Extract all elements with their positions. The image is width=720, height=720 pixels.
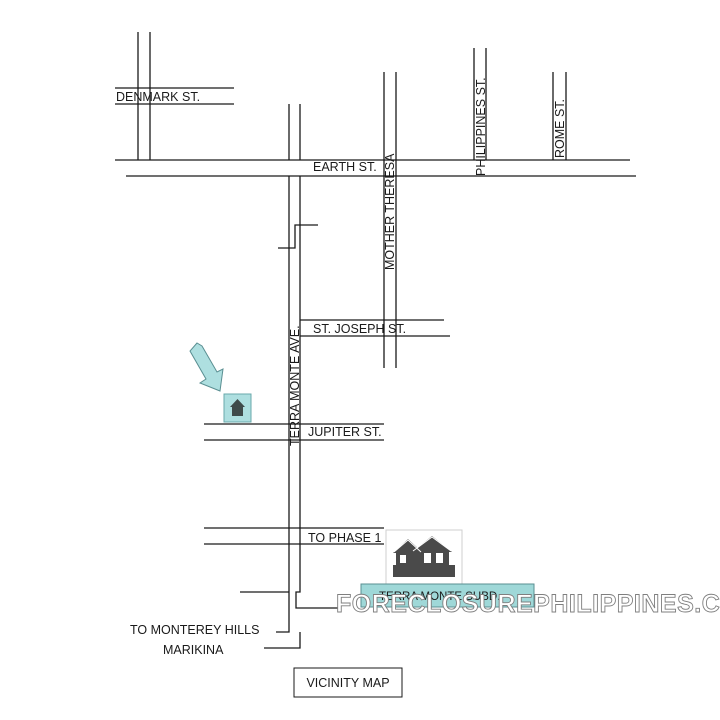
arrow-pointer-icon (189, 342, 224, 392)
label-to-monterey-hills: TO MONTEREY HILLS (130, 623, 259, 637)
label-earth-st: EARTH ST. (313, 160, 377, 174)
map-title-box: VICINITY MAP (293, 667, 403, 698)
label-terra-monte-subd: TERRA MONTE SUBD. (379, 591, 500, 603)
label-mother-theresa: MOTHER THERESA (383, 153, 397, 270)
road-network (115, 32, 636, 649)
house-icon (223, 393, 252, 423)
label-st-joseph-st: ST. JOSEPH ST. (313, 322, 406, 336)
road-terra-west-edge (276, 176, 290, 633)
watermark-text: FORECLOSUREPHILIPPINES.COM (336, 590, 720, 618)
street-labels: DENMARK ST. EARTH ST. MOTHER THERESA PHI… (116, 77, 567, 657)
label-terra-monte-ave: TERRA MONTE AVE. (288, 325, 302, 446)
label-rome-st: ROME ST. (553, 99, 567, 158)
map-title: VICINITY MAP (306, 676, 389, 690)
road-terra-east-edge (295, 176, 340, 609)
subdivision-logo (385, 529, 463, 585)
label-marikina: MARIKINA (163, 643, 224, 657)
label-jupiter-st: JUPITER ST. (308, 425, 382, 439)
road-terra-southwest (264, 632, 301, 649)
subdivision-label-box: TERRA MONTE SUBD. (360, 583, 535, 608)
label-denmark-st: DENMARK ST. (116, 90, 200, 104)
road-small-branch (278, 224, 318, 249)
label-to-phase-1: TO PHASE 1 (308, 531, 381, 545)
label-philippines-st: PHILIPPINES ST. (474, 77, 488, 176)
houses-logo-icon (393, 536, 455, 577)
